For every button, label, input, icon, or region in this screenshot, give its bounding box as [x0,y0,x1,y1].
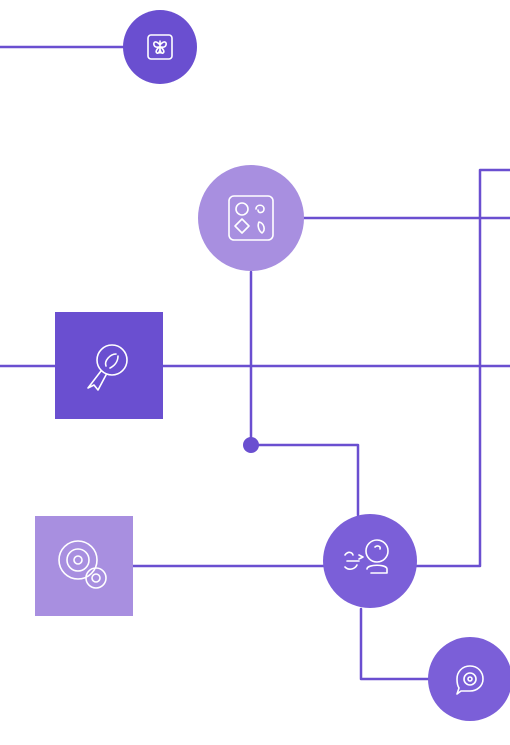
node-chat-circle[interactable] [428,637,510,721]
node-puzzle-circle[interactable] [198,165,304,271]
node-chat-circle-shape [428,637,510,721]
chat-bubble-icon [456,665,484,695]
speaking-person-icon [344,539,389,574]
connector-right-trunk [414,168,510,568]
node-speaker-circle-shape [323,514,417,608]
node-puzzle-circle-shape [198,165,304,271]
shapes-grid-icon [228,195,274,241]
node-search-square[interactable] [55,312,163,419]
connectors [0,45,510,681]
node-disc-square[interactable] [35,516,133,616]
disc-icon [58,540,107,589]
node-search-square-shape [55,312,163,419]
node-top-circle[interactable] [123,10,197,84]
junction-dot [243,437,259,453]
node-disc-square-shape [35,516,133,616]
node-speaker-circle[interactable] [323,514,417,608]
butterfly-icon [147,34,173,60]
junction-dot-shape [243,437,259,453]
connector-junction-to-speaker [249,443,360,517]
connector-speaker-to-chat [359,607,432,681]
magnifier-icon [87,344,128,391]
